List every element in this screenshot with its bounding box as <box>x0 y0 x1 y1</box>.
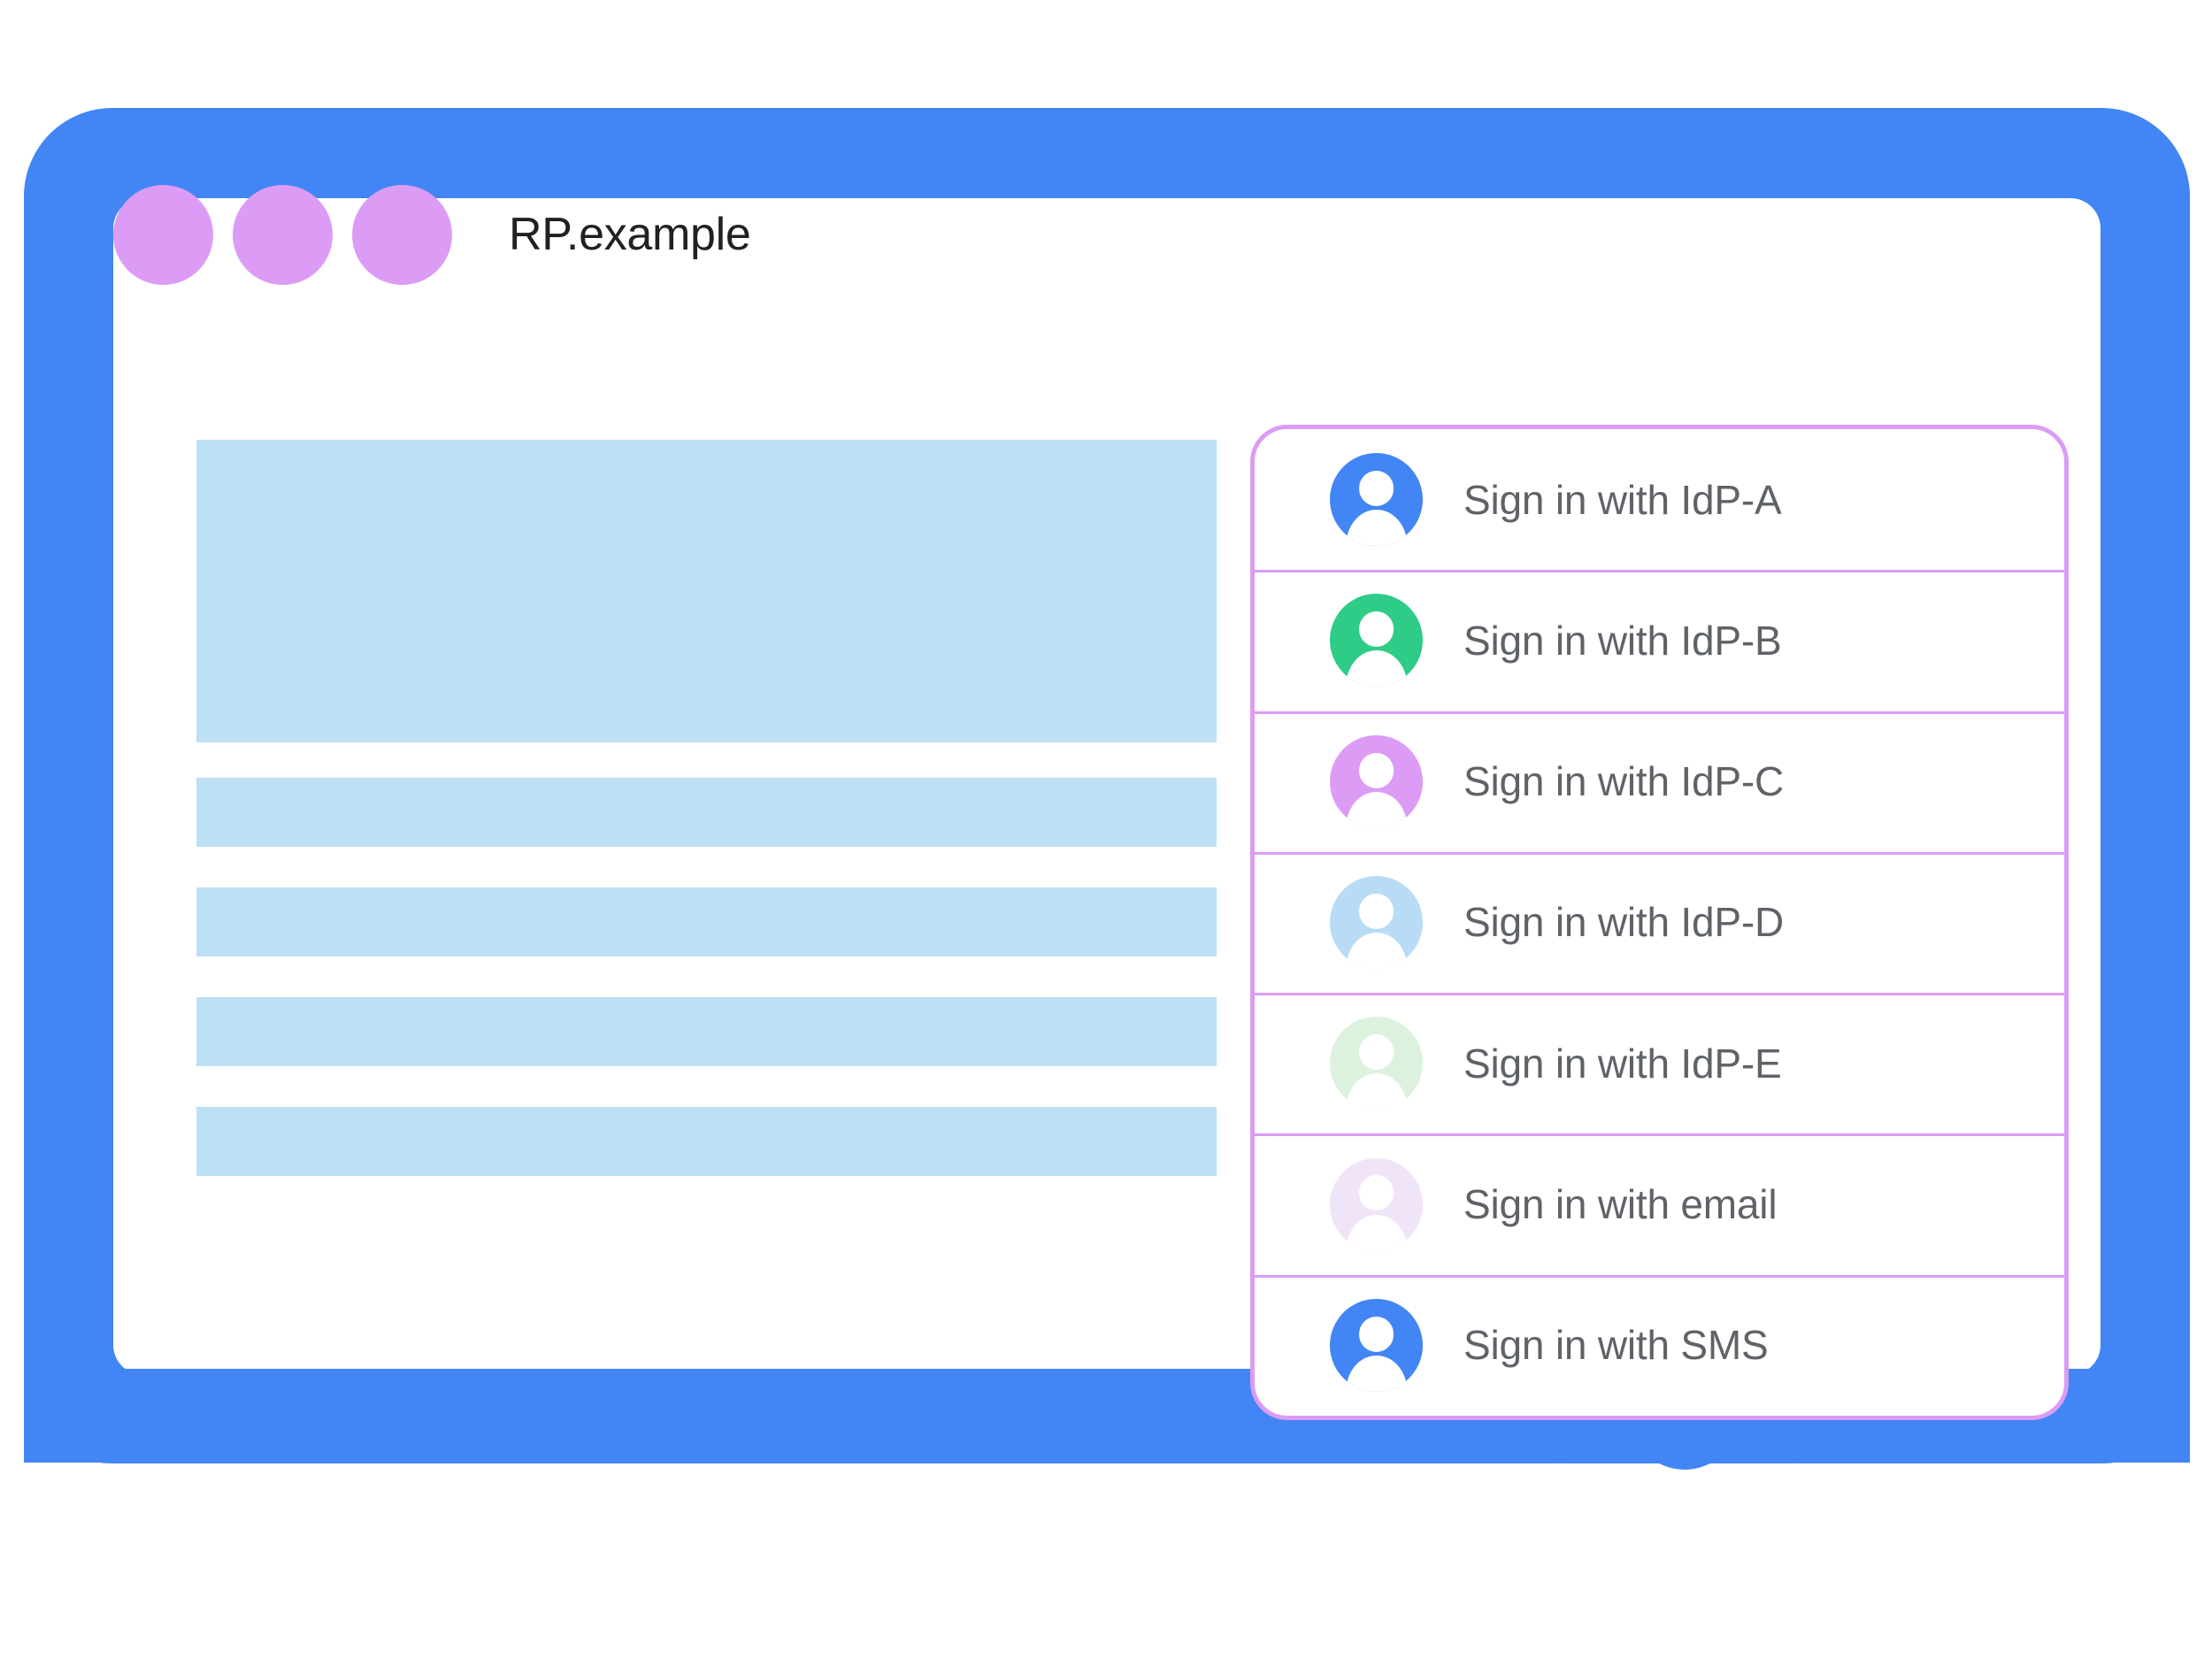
signin-option-row[interactable]: Sign in with email <box>1255 1133 2064 1274</box>
avatar-body <box>1345 1214 1408 1251</box>
window-control-dot-3[interactable] <box>352 184 452 285</box>
avatar-head <box>1358 1034 1394 1071</box>
text-placeholder-4 <box>196 1107 1217 1176</box>
signin-option-label: Sign in with IdP-D <box>1463 899 1784 946</box>
signin-option-label: Sign in with IdP-B <box>1463 617 1782 664</box>
avatar-icon <box>1330 1298 1423 1392</box>
hero-placeholder <box>196 440 1217 742</box>
signin-option-label: Sign in with IdP-C <box>1463 758 1784 805</box>
text-placeholder-1 <box>196 778 1217 847</box>
signin-option-label: Sign in with IdP-E <box>1463 1040 1782 1087</box>
signin-option-row[interactable]: Sign in with IdP-E <box>1255 993 2064 1133</box>
signin-option-label: Sign in with email <box>1463 1181 1778 1228</box>
avatar-body <box>1345 650 1408 687</box>
avatar-head <box>1358 471 1394 506</box>
avatar-body <box>1345 933 1408 969</box>
avatar-body <box>1345 1355 1408 1392</box>
window-control-dot-1[interactable] <box>113 184 213 285</box>
avatar-icon <box>1330 594 1423 687</box>
text-placeholder-3 <box>196 997 1217 1066</box>
signin-option-row[interactable]: Sign in with IdP-A <box>1255 429 2064 570</box>
avatar-body <box>1345 510 1408 547</box>
avatar-body <box>1345 1073 1408 1110</box>
page-title: RP.example <box>509 209 751 260</box>
avatar-icon <box>1330 1157 1423 1251</box>
avatar-head <box>1358 752 1394 788</box>
window-control-dot-2[interactable] <box>233 184 333 285</box>
signin-option-label: Sign in with IdP-A <box>1463 476 1782 523</box>
avatar-head <box>1358 1316 1394 1352</box>
account-chooser-panel: Sign in with IdP-A Sign in with IdP-B Sign… <box>1250 425 2069 1420</box>
avatar-head <box>1358 1175 1394 1211</box>
avatar-head <box>1358 893 1394 929</box>
avatar-body <box>1345 791 1408 828</box>
avatar-icon <box>1330 734 1423 828</box>
text-placeholder-2 <box>196 887 1217 956</box>
signin-option-row[interactable]: Sign in with IdP-D <box>1255 851 2064 993</box>
titlebar: RP.example <box>113 168 2101 301</box>
page-content-placeholders <box>196 440 1217 1217</box>
signin-option-row[interactable]: Sign in with IdP-B <box>1255 570 2064 710</box>
signin-option-row[interactable]: Sign in with SMS <box>1255 1274 2064 1416</box>
signin-option-row[interactable]: Sign in with IdP-C <box>1255 710 2064 852</box>
avatar-icon <box>1330 453 1423 547</box>
avatar-icon <box>1330 875 1423 969</box>
signin-option-label: Sign in with SMS <box>1463 1322 1769 1369</box>
avatar-icon <box>1330 1017 1423 1110</box>
avatar-head <box>1358 611 1394 648</box>
